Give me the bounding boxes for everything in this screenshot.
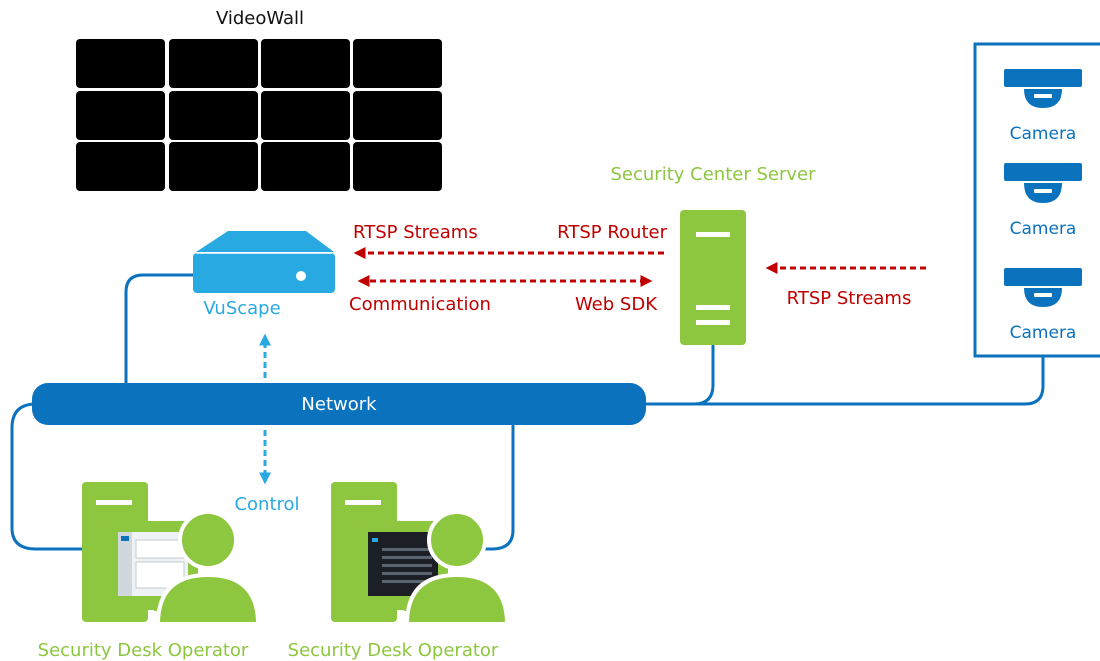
vuscape-label: VuScape [203, 298, 280, 319]
camera-label: Camera [1010, 323, 1077, 343]
operator-1-label: Security Desk Operator [38, 640, 249, 661]
videowall-screen [261, 91, 350, 140]
operator-person-icon [404, 510, 510, 626]
communication-label: Communication [349, 294, 491, 315]
videowall-screen [169, 39, 258, 88]
videowall-screen [261, 39, 350, 88]
camera-icon [1004, 163, 1082, 203]
videowall-screen [76, 39, 165, 88]
server-icon [680, 210, 746, 345]
camera-label: Camera [1010, 124, 1077, 144]
vuscape-device-icon [193, 231, 335, 293]
control-label: Control [234, 494, 299, 515]
security-center-server-label: Security Center Server [611, 164, 817, 185]
videowall-screen [353, 39, 442, 88]
operator-2-label: Security Desk Operator [288, 640, 499, 661]
videowall-screen [261, 142, 350, 191]
rtsp-streams-label: RTSP Streams [353, 222, 478, 243]
network-label: Network [301, 394, 377, 415]
link-operator2-network [470, 425, 515, 551]
operator-workstation-1 [82, 482, 261, 626]
link-vuscape-network [124, 273, 196, 383]
rtsp-streams-cameras-label: RTSP Streams [787, 288, 912, 309]
videowall [76, 39, 442, 191]
videowall-screen [169, 91, 258, 140]
network-connections [10, 273, 1045, 551]
camera-label: Camera [1010, 219, 1077, 239]
link-cameras-network [640, 356, 1045, 406]
link-operator1-network [10, 402, 82, 551]
camera-group: Camera Camera Camera [973, 42, 1100, 358]
network-bar [32, 383, 646, 425]
link-server-network [640, 345, 715, 406]
videowall-screen [169, 142, 258, 191]
operator-workstation-2 [331, 482, 510, 626]
camera-icon [1004, 69, 1082, 108]
camera-icon [1004, 268, 1082, 307]
videowall-screen [76, 142, 165, 191]
web-sdk-label: Web SDK [575, 294, 658, 315]
videowall-screen [76, 91, 165, 140]
rtsp-router-label: RTSP Router [557, 222, 667, 243]
videowall-label: VideoWall [216, 8, 304, 29]
videowall-screen [353, 91, 442, 140]
operator-person-icon [155, 510, 261, 626]
videowall-screen [353, 142, 442, 191]
